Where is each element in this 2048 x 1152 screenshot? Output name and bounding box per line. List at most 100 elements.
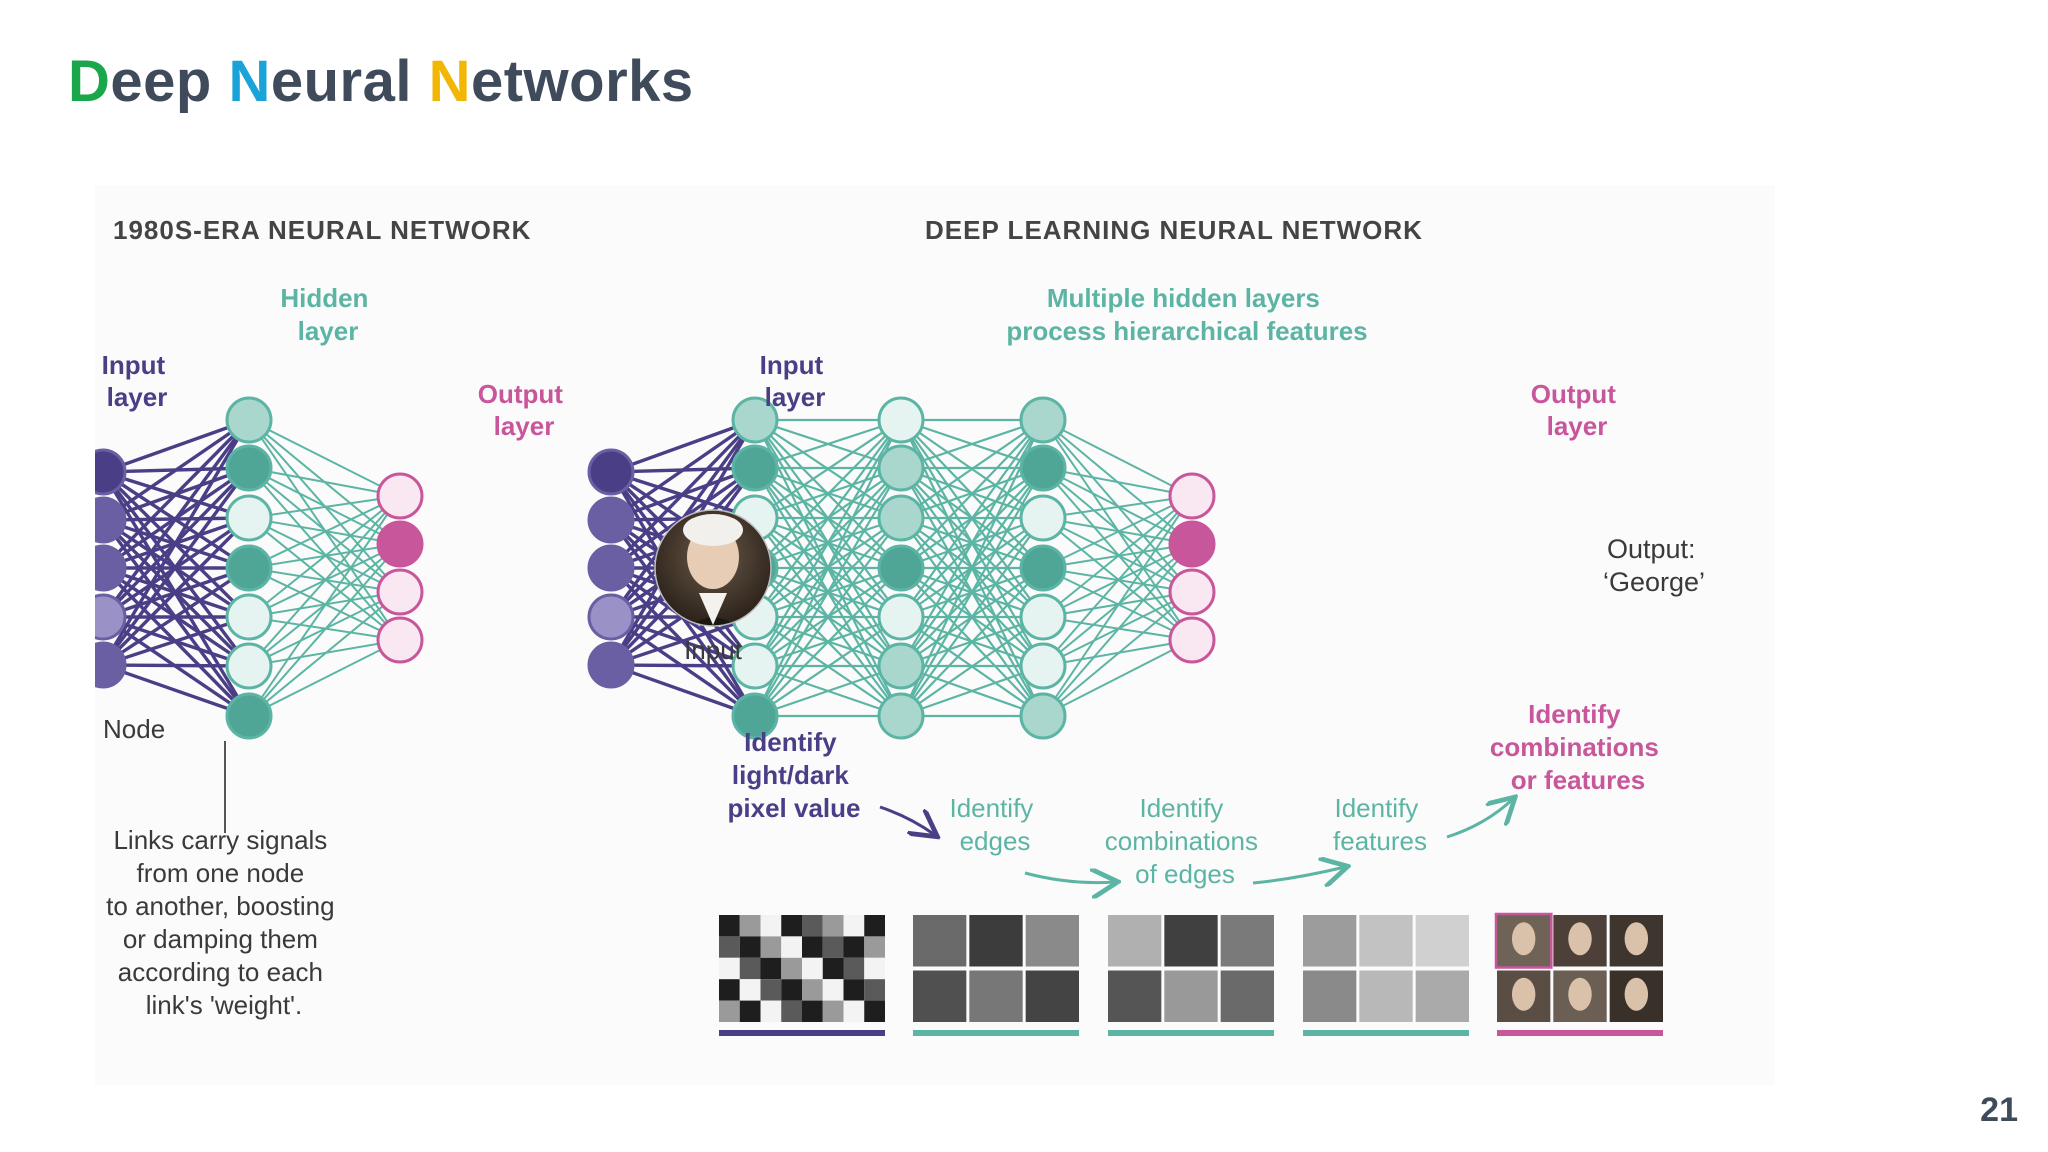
feature-thumbnail: [1108, 970, 1162, 1022]
neural-network-diagram: 1980S-ERA NEURAL NETWORK Input layer Hid…: [95, 215, 1705, 1036]
pixel-cell: [739, 979, 761, 1001]
pixel-cell: [760, 915, 782, 937]
pixel-cell: [822, 915, 844, 937]
stage-pixel-label: Identify light/dark pixel value: [728, 727, 861, 823]
network-node: [1019, 642, 1067, 690]
pixel-cell: [781, 915, 802, 937]
network-node: [587, 496, 635, 544]
feature-thumbnail: [1359, 970, 1413, 1022]
page-number: 21: [1980, 1091, 2018, 1129]
network-link: [900, 419, 1044, 717]
network-node: [877, 444, 925, 492]
network-link: [101, 466, 251, 667]
network-link: [248, 495, 401, 519]
network-node: [225, 692, 273, 740]
feature-thumbnail: [1303, 970, 1357, 1022]
pixel-cell: [822, 1000, 844, 1022]
network-link: [754, 517, 902, 717]
title-part: etworks: [470, 49, 694, 114]
network-link: [610, 418, 756, 474]
stage-color-bar: [913, 1030, 1079, 1036]
network-link: [754, 467, 902, 717]
pixel-cell: [760, 979, 782, 1001]
right-output-layer-label: Output layer: [1531, 379, 1623, 441]
stage-output-label: Identify combinations or features: [1490, 699, 1666, 795]
network-link: [248, 495, 401, 667]
network-link: [900, 517, 1044, 717]
pixel-cell: [822, 979, 844, 1001]
network-link: [248, 495, 401, 618]
network-node: [1019, 692, 1067, 740]
pixel-cell: [802, 1000, 823, 1022]
input-image-label: Input: [684, 635, 743, 665]
network-link: [101, 418, 251, 570]
pixel-cell: [802, 936, 823, 958]
network-link: [1042, 591, 1193, 717]
pixel-cell: [719, 915, 740, 937]
network-node: [587, 448, 635, 496]
pixel-cell: [843, 915, 865, 937]
feature-thumbnail: [1164, 915, 1218, 967]
stage-edges-label: Identify edges: [949, 793, 1040, 856]
pixel-cell: [822, 936, 844, 958]
network-node: [225, 396, 273, 444]
network-link: [102, 615, 250, 667]
network-link: [1042, 495, 1193, 618]
network-link: [900, 419, 1044, 569]
pixel-cell: [864, 957, 885, 980]
pixel-cell: [760, 936, 782, 958]
face-shape: [1624, 977, 1649, 1011]
pixel-cell: [843, 936, 865, 958]
network-node: [877, 593, 925, 641]
pixel-cell: [864, 936, 885, 958]
network-link: [101, 419, 251, 666]
left-input-layer-label: Input layer: [102, 350, 173, 412]
network-link: [610, 615, 756, 667]
arrow-pixel-to-edges: [879, 805, 935, 835]
network-link: [102, 566, 250, 667]
pixel-cell: [719, 936, 740, 958]
network-link: [102, 418, 250, 522]
network-node: [225, 544, 273, 592]
node-label: Node: [103, 714, 165, 744]
network-link: [102, 663, 250, 718]
title-part: N: [428, 49, 471, 114]
feature-thumbnail: [1359, 915, 1413, 967]
network-link: [248, 467, 401, 497]
pixel-cell: [760, 1000, 782, 1022]
network-node: [877, 692, 925, 740]
arrow-combinations-to-features: [1252, 867, 1345, 883]
network-node: [95, 544, 127, 592]
network-node: [1019, 444, 1067, 492]
network-link: [1042, 495, 1193, 519]
feature-thumbnail: [1025, 915, 1079, 967]
network-link: [754, 664, 902, 718]
face-shape: [1568, 977, 1592, 1011]
network-link: [754, 419, 902, 667]
network-node: [587, 641, 635, 689]
network-link: [102, 418, 250, 474]
nodes-layer: [95, 396, 1216, 740]
title-part: D: [68, 49, 111, 114]
network-link: [248, 591, 401, 717]
feature-thumbnail: [1220, 915, 1274, 967]
network-node: [877, 396, 925, 444]
network-node: [877, 494, 925, 542]
stage-features-label: Identify features: [1333, 793, 1427, 856]
network-node: [1168, 616, 1216, 664]
feature-thumbnail: [969, 970, 1023, 1022]
network-node: [587, 544, 635, 592]
pixel-cell: [843, 979, 865, 1001]
feature-thumbnail: [969, 915, 1023, 967]
feature-thumbnail: [1108, 915, 1162, 967]
network-link: [900, 567, 1044, 717]
network-link: [610, 663, 756, 668]
network-link: [754, 419, 902, 618]
face-shape: [1511, 977, 1536, 1011]
face-shape: [1624, 922, 1649, 956]
feature-thumbnails: [719, 912, 1663, 1036]
network-link: [248, 543, 401, 717]
network-node: [376, 568, 424, 616]
pixel-cell: [739, 915, 761, 937]
network-link: [1042, 495, 1193, 569]
